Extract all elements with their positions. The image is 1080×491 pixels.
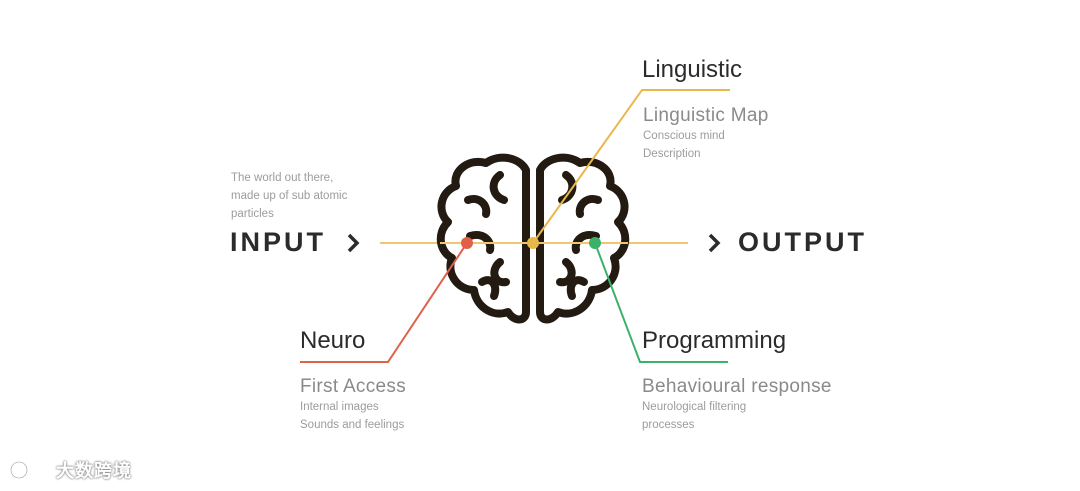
neuro-notes: Internal images Sounds and feelings [300,398,500,434]
output-chevron-right-icon [708,233,721,253]
linguistic-connector [532,89,730,244]
logo-icon [10,461,49,479]
input-chevron-right-icon [347,233,360,253]
programming-note-line: Neurological filtering [642,401,747,413]
programming-connector [594,242,728,363]
programming-dot [589,237,601,249]
input-note-line: made up of sub atomic [231,190,348,202]
brain-icon [436,153,630,324]
programming-title: Programming [642,327,787,354]
output-label: OUTPUT [738,227,867,257]
linguistic-notes: Conscious mind Description [643,127,843,163]
linguistic-subtitle: Linguistic Map [643,105,769,126]
input-note-line: The world out there, [231,172,334,184]
linguistic-title: Linguistic [642,56,743,83]
neuro-note-line: Sounds and feelings [300,419,405,431]
neuro-title: Neuro [300,327,366,354]
programming-note-line: processes [642,419,695,431]
neuro-connector [300,242,468,363]
neuro-note-line: Internal images [300,401,379,413]
linguistic-note-line: Conscious mind [643,130,725,142]
input-label: INPUT [230,227,326,257]
neuro-dot [461,237,473,249]
watermark: 大数跨境 [10,457,132,483]
programming-subtitle: Behavioural response [642,376,832,397]
input-note: The world out there, made up of sub atom… [231,169,411,223]
input-note-line: particles [231,208,274,220]
watermark-text: 大数跨境 [56,461,132,481]
linguistic-dot [527,237,539,249]
neuro-subtitle: First Access [300,376,407,397]
programming-notes: Neurological filtering processes [642,398,842,434]
linguistic-note-line: Description [643,148,701,160]
